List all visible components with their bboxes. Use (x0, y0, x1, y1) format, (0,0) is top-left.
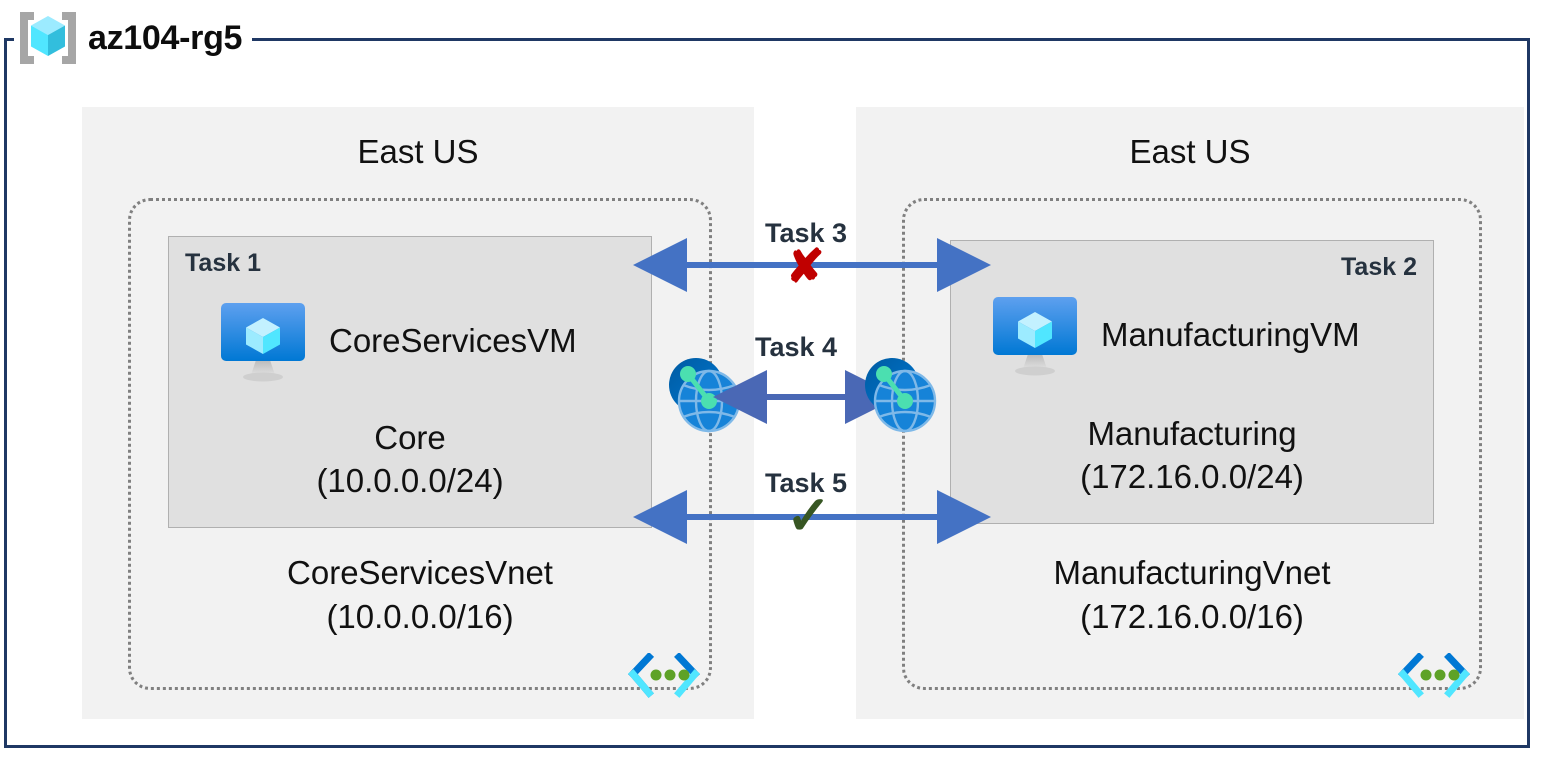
task-tag-label-task1: Task 1 (185, 249, 261, 277)
resource-group-header: az104-rg5 (14, 2, 253, 74)
task-tag-label-task2: Task 2 (1341, 253, 1417, 281)
region-label-right: East US (1129, 133, 1251, 170)
resource-group-cube-icon (18, 8, 78, 68)
resource-group-name: az104-rg5 (88, 19, 243, 57)
vm-row-manufacturingvm: ManufacturingVM (989, 289, 1360, 381)
task-tag-task2: Task 2 (1341, 253, 1417, 282)
status-marker-glyph-task3: ✘ (786, 240, 825, 292)
subnet-cidr-text-core: (10.0.0.0/24) (316, 461, 504, 499)
connector-arrow-task4 (713, 370, 899, 424)
subnet-name-manufacturing: Manufacturing (172.16.0.0/24) (951, 413, 1433, 499)
vnet-chevron-dots-icon (1397, 652, 1471, 699)
vnet-chevron-dots-icon (627, 652, 701, 699)
resource-group-frame (4, 38, 1530, 748)
vnet-box-manufacturing: ManufacturingVnet (172.16.0.0/16) (902, 198, 1482, 698)
connector-arrow-task5 (633, 490, 991, 544)
vnet-cidr-text-core: (10.0.0.0/16) (326, 597, 514, 635)
subnet-box-core: Task 1 (168, 236, 652, 528)
vnet-name-core: CoreServicesVnet (10.0.0.0/16) (131, 551, 709, 638)
vm-name-coreservicesvm: CoreServicesVM (329, 322, 577, 359)
task-tag-task1: Task 1 (185, 249, 261, 278)
vm-row-coreservicesvm: CoreServicesVM (217, 295, 577, 387)
subnet-name-core: Core (10.0.0.0/24) (169, 417, 651, 503)
subnet-box-manufacturing: Task 2 (950, 240, 1434, 524)
vnet-box-core: CoreServicesVnet (10.0.0.0/16) (128, 198, 712, 698)
status-marker-glyph-task5: ✓ (786, 486, 832, 546)
subnet-name-text-manufacturing: Manufacturing (1087, 415, 1297, 452)
status-marker-task5-check: ✓ (786, 489, 831, 543)
task-label-task4: Task 4 (706, 332, 886, 363)
connector-arrow-task3 (633, 238, 991, 292)
subnet-cidr-text-manufacturing: (172.16.0.0/24) (1080, 457, 1304, 495)
vnet-peering-globe-icon (858, 355, 942, 435)
vnet-name-text-core: CoreServicesVnet (287, 554, 553, 591)
task-label-text-task4: Task 4 (754, 332, 838, 362)
vm-name-manufacturingvm: ManufacturingVM (1101, 316, 1360, 353)
vnet-name-text-manufacturing: ManufacturingVnet (1053, 554, 1331, 591)
vnet-peering-globe-icon (662, 355, 746, 435)
status-marker-task3-x: ✘ (786, 243, 825, 289)
virtual-machine-icon (989, 289, 1081, 381)
vnet-cidr-text-manufacturing: (172.16.0.0/16) (1080, 597, 1304, 635)
subnet-name-text-core: Core (374, 419, 446, 456)
virtual-machine-icon (217, 295, 309, 387)
vnet-name-manufacturing: ManufacturingVnet (172.16.0.0/16) (905, 551, 1479, 638)
region-label-left: East US (357, 133, 479, 170)
